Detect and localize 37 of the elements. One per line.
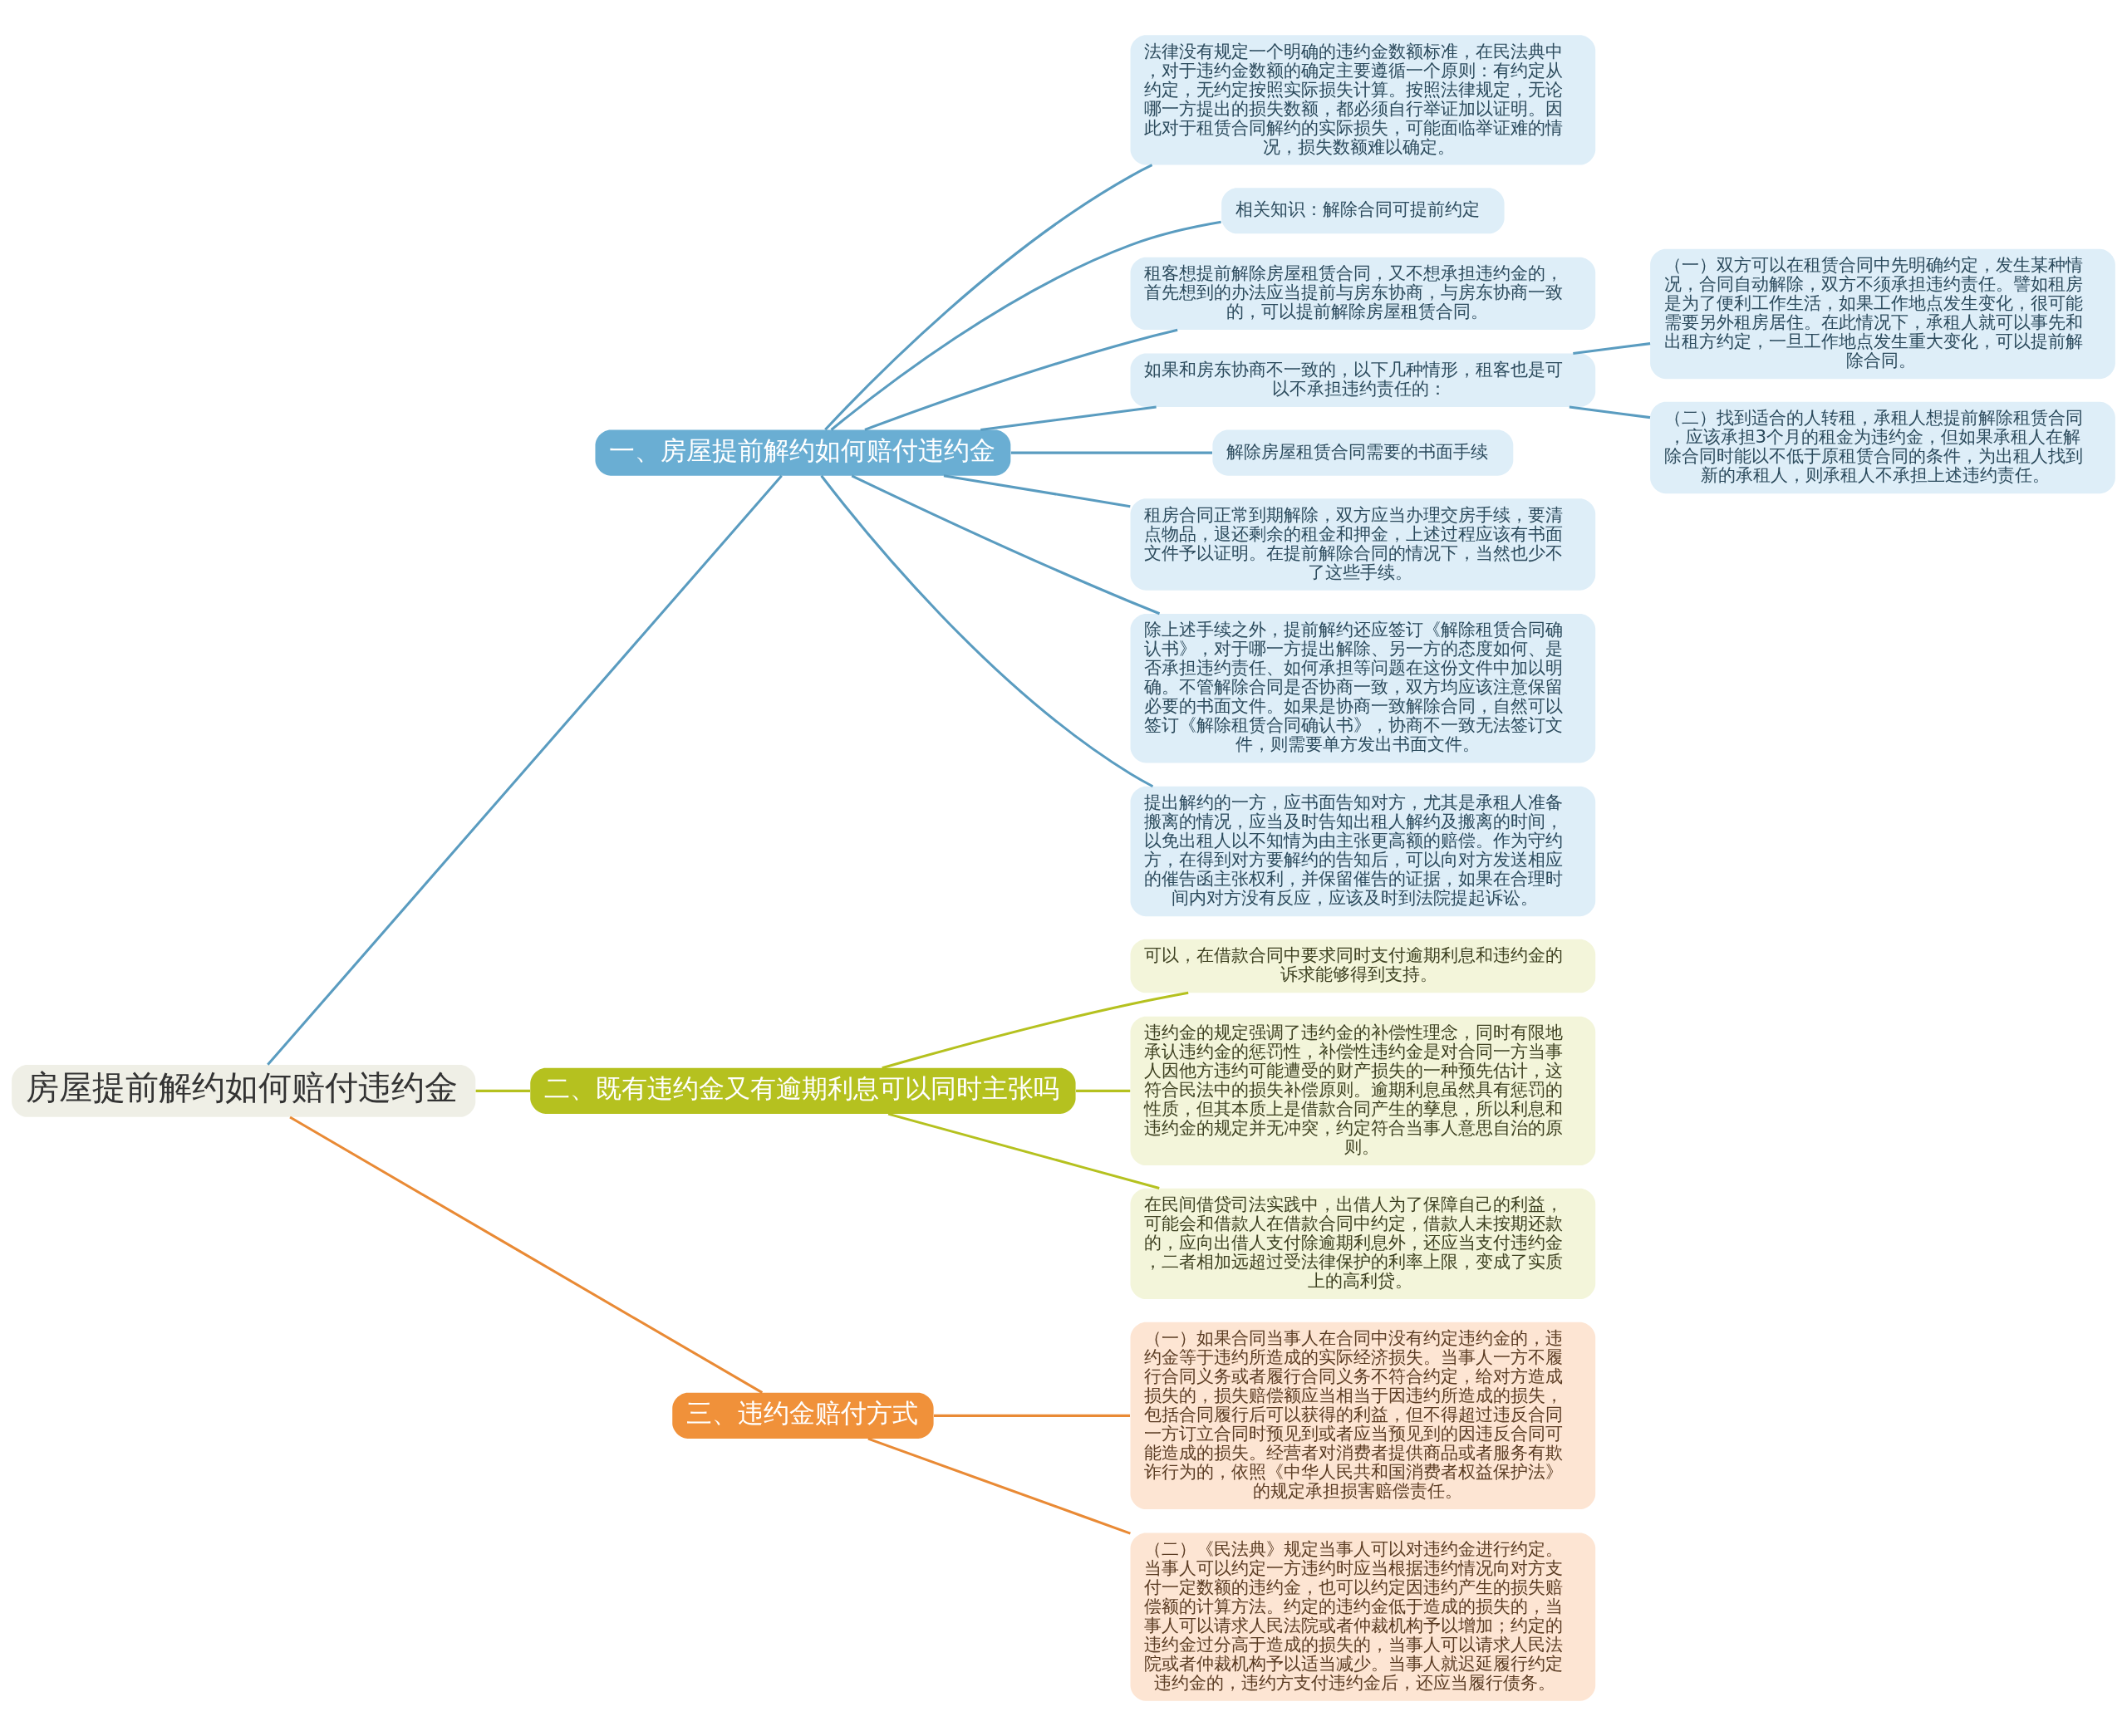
connector xyxy=(864,328,1178,431)
node-box: 如果和房东协商不一致的，以下几种情形，租客也是可以不承担违约责任的： xyxy=(1130,353,1596,407)
node-box: 二、既有违约金又有逾期利息可以同时主张吗 xyxy=(530,1067,1076,1114)
connector xyxy=(943,474,1131,508)
node-box: （一）如果合同当事人在合同中没有约定违约金的，违约金等于违约所造成的实际经济损失。当事人一方不履行合同义务或者履行合同义务不符合约定，给对方造成损失的，损失赔偿额应当相当于因违约所造成的损失，包括合同履行后可以获得的利益，但不得超过违反合同一方订立合同时预见到或者应当预见到的因违反合同可能造成的损失。经营者对消费者提供商品或者服务有欺诈行为的，依照《中华人民共和国消费者权益保护法》的规定承担损害赔偿责任。 xyxy=(1130,1322,1596,1510)
connector xyxy=(887,1112,1160,1190)
connector xyxy=(289,1116,764,1394)
connector xyxy=(851,474,1161,615)
node-box: 租客想提前解除房屋租赁合同，又不想承担违约金的，首先想到的办法应当提前与房东协商，与房东协商一致的，可以提前解除房屋租赁合同。 xyxy=(1130,257,1596,331)
node-box: （二）找到适合的人转租，承租人想提前解除租赁合同，应该承担3个月的租金为违约金，但如果承租人在解除合同时能以不低于原租赁合同的条件，为出租人找到新的承租人，则承租人不承担上述违约责任。 xyxy=(1650,401,2115,494)
connector xyxy=(867,1437,1131,1535)
connector xyxy=(980,405,1157,431)
connector xyxy=(1573,342,1651,355)
connector xyxy=(933,1414,1131,1417)
node-box: 相关知识：解除合同可提前约定 xyxy=(1221,188,1505,234)
node-box: 在民间借贷司法实践中，出借人为了保障自己的利益，可能会和借款人在借款合同中约定，借款人未按期还款的，应向出借人支付除逾期利息外，还应当支付违约金，二者相加远超过受法律保护的利率上限，变成了实质上的高利贷。 xyxy=(1130,1188,1596,1300)
node-box: 法律没有规定一个明确的违约金数额标准，在民法典中，对于违约金数额的确定主要遵循一个原则：有约定从约定，无约定按照实际损失计算。按照法律规定，无论哪一方提出的损失数额，都必须自行举证加以证明。因此对于租赁合同解约的实际损失，可能面临举证难的情况，损失数额难以确定。 xyxy=(1130,35,1596,165)
node-box: 三、违约金赔付方式 xyxy=(672,1392,934,1439)
connector xyxy=(1569,405,1651,419)
connector xyxy=(824,164,1153,431)
connector xyxy=(267,474,783,1066)
node-box: 房屋提前解约如何赔付违约金 xyxy=(12,1064,476,1117)
node-box: （二）《民法典》规定当事人可以对违约金进行约定。当事人可以约定一方违约时应当根据违约情况向对方支付一定数额的违约金，也可以约定因违约产生的损失赔偿额的计算方法。约定的违约金低于造成的损失的，当事人可以请求人民法院或者仲裁机构予以增加；约定的违约金过分高于造成的损失的，当事人可以请求人民法院或者仲裁机构予以适当减少。当事人就迟延履行约定违约金的，违约方支付违约金后，还应当履行债务。 xyxy=(1130,1532,1596,1701)
connector xyxy=(1076,1089,1131,1092)
connector xyxy=(820,474,1154,788)
node-box: 可以，在借款合同中要求同时支付逾期利息和违约金的诉求能够得到支持。 xyxy=(1130,939,1596,993)
node-box: 违约金的规定强调了违约金的补偿性理念，同时有限地承认违约金的惩罚性，补偿性违约金是对合同一方当事人因他方违约可能遭受的财产损失的一种预先估计，这符合民法中的损失补偿原则。逾期利息虽然具有惩罚的性质，但其本质上是借款合同产生的孳息，所以利息和违约金的规定并无冲突，约定符合当事人意思自治的原则。 xyxy=(1130,1016,1596,1166)
connector xyxy=(830,220,1221,431)
connector xyxy=(1010,451,1212,454)
node-box: 解除房屋租赁合同需要的书面手续 xyxy=(1212,429,1514,476)
connector xyxy=(475,1089,531,1092)
node-box: 租房合同正常到期解除，双方应当办理交房手续，要清点物品，退还剩余的租金和押金，上述过程应该有书面文件予以证明。在提前解除合同的情况下，当然也少不了这些手续。 xyxy=(1130,498,1596,591)
node-box: 提出解约的一方，应书面告知对方，尤其是承租人准备搬离的情况，应当及时告知出租人解约及搬离的时间，以免出租人以不知情为由主张更高额的赔偿。作为守约方，在得到对方要解约的告知后，可以向对方发送相应的催告函主张权利，并保留催告的证据，如果在合理时间内对方没有反应，应该及时到法院提起诉讼。 xyxy=(1130,786,1596,917)
node-box: （一）双方可以在租赁合同中先明确约定，发生某种情况，合同自动解除，双方不须承担违约责任。譬如租房是为了便利工作生活，如果工作地点发生变化，很可能需要另外租房居住。在此情况下，承租人就可以事先和出租方约定，一旦工作地点发生重大变化，可以提前解除合同。 xyxy=(1650,248,2115,380)
node-box: 除上述手续之外，提前解约还应签订《解除租赁合同确认书》，对于哪一方提出解除、另一方的态度如何、是否承担违约责任、如何承担等问题在这份文件中加以明确。不管解除合同是否协商一致，双方均应该注意保留必要的书面文件。如果是协商一致解除合同，自然可以签订《解除租赁合同确认书》，协商不一致无法签订文件，则需要单方发出书面文件。 xyxy=(1130,614,1596,763)
node-box: 一、房屋提前解约如何赔付违约金 xyxy=(595,429,1011,476)
connector xyxy=(882,991,1189,1070)
